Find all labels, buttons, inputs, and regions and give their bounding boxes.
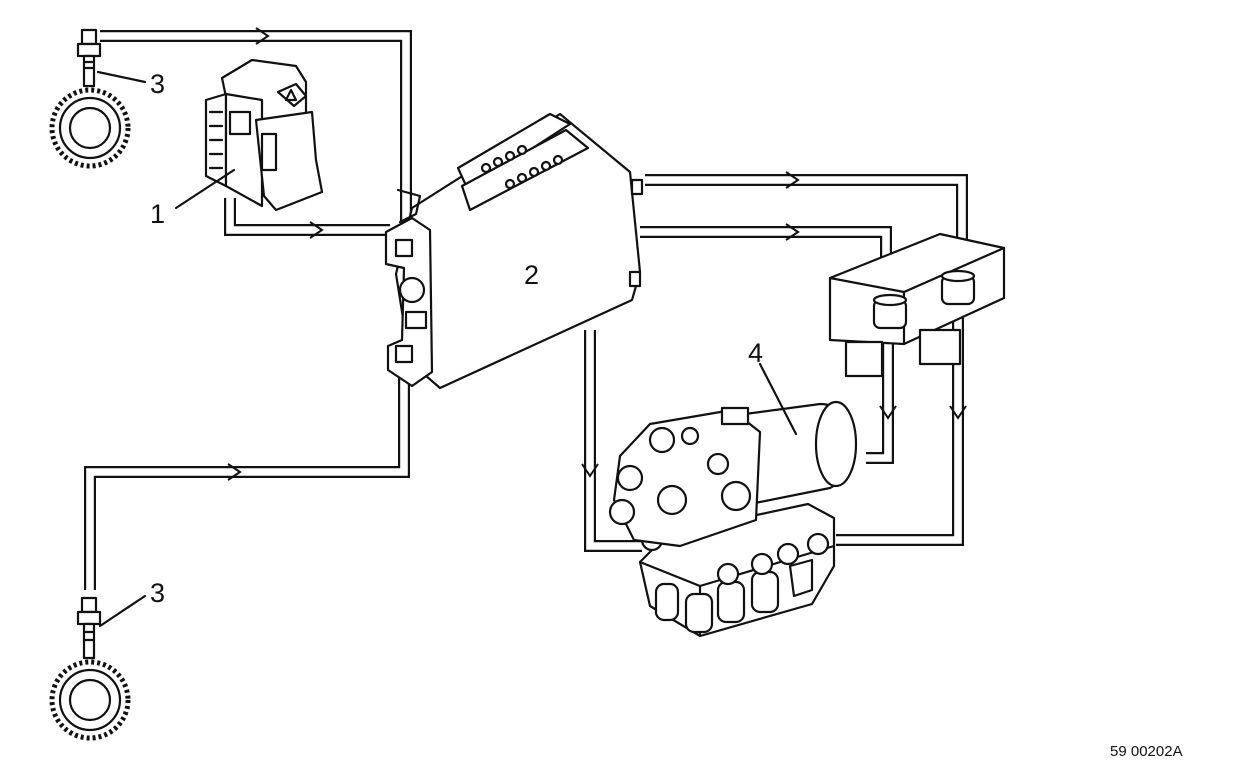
reference-code: 59 00202A <box>1110 743 1183 760</box>
label-wheel-sensor-bottom: 3 <box>150 578 165 608</box>
wiring-harness <box>84 30 968 590</box>
label-wheel-sensor-top: 3 <box>150 69 165 99</box>
label-control-unit: 2 <box>524 260 539 290</box>
leader-lines <box>96 70 798 628</box>
abs-warning-switch <box>204 58 324 212</box>
signal-arrows <box>227 27 967 481</box>
hydraulic-modulator <box>608 400 858 638</box>
label-modulator: 4 <box>748 338 763 368</box>
label-warning-switch: 1 <box>150 199 165 229</box>
abs-control-unit <box>384 112 644 390</box>
wheel-sensor-top <box>49 28 131 169</box>
wheel-sensor-bottom <box>49 596 131 741</box>
relay-box <box>828 232 1006 378</box>
